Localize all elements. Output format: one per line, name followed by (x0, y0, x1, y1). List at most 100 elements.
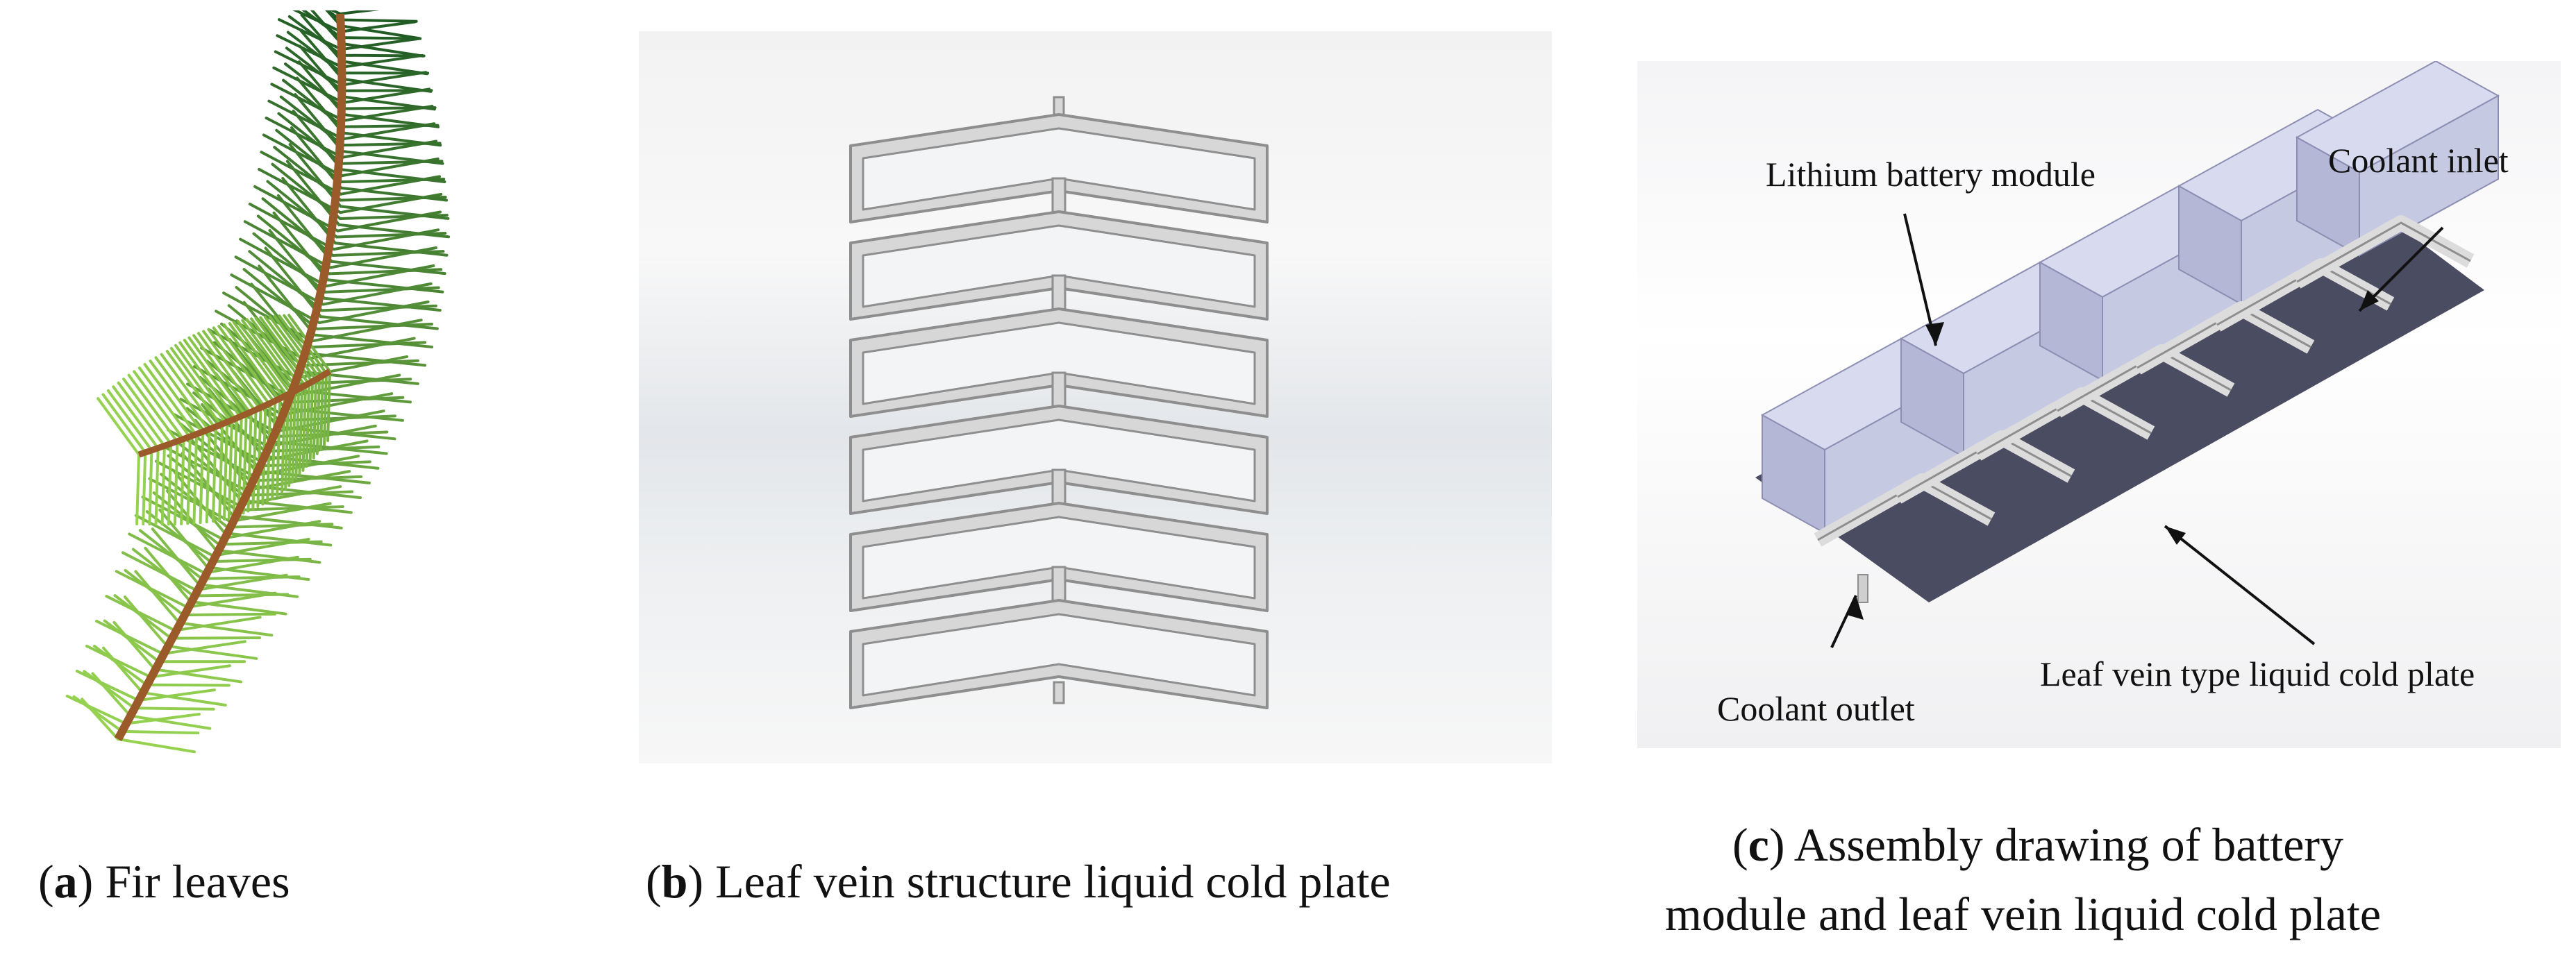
fir-needle (235, 286, 311, 349)
fir-needle (153, 668, 243, 684)
fir-needle (301, 10, 343, 40)
fir-needle (167, 442, 173, 526)
fir-needle (192, 334, 253, 416)
fir-needle (340, 60, 428, 76)
fir-needle (154, 446, 160, 526)
fir-needle (276, 194, 333, 263)
fir-needle (241, 319, 296, 394)
fir-needle (178, 621, 274, 637)
fir-needle (237, 416, 243, 516)
fir-needle (294, 389, 300, 480)
fir-needle (308, 380, 314, 464)
fir-needle (112, 385, 160, 450)
fir-needle (276, 34, 344, 69)
fir-needle (149, 664, 231, 679)
fir-needle (149, 360, 205, 435)
label-battery-module: Lithium battery module (1766, 155, 2096, 194)
fir-needle (173, 440, 179, 526)
fir-needle (300, 13, 344, 63)
fir-needle (182, 612, 277, 617)
assembly-drawing-svg: Lithium battery module Coolant inlet Coo… (1717, 61, 2509, 728)
fir-needle (227, 304, 304, 367)
fir-needle (202, 330, 262, 412)
fir-needle (192, 434, 199, 525)
caption-b-letter: b (661, 855, 688, 908)
fir-needle (319, 374, 324, 451)
fir-needle (339, 18, 418, 23)
fir-needle (341, 122, 436, 141)
fir-needle (292, 109, 344, 171)
fir-needle (183, 339, 243, 420)
fir-needle (339, 20, 417, 33)
fir-needle (165, 350, 224, 428)
fir-needle (321, 282, 433, 306)
fir-needle (174, 344, 233, 424)
fir-needle (340, 157, 440, 178)
fir-needle (299, 29, 344, 81)
fir-needle (266, 180, 338, 239)
fir-needle (341, 71, 428, 87)
fir-needle (101, 646, 144, 694)
fir-leaves-image (14, 10, 514, 774)
outlet-port (1857, 574, 1868, 603)
fir-needle (133, 370, 185, 441)
arrow-coolant-outlet (1830, 595, 1857, 648)
fir-needle (324, 286, 440, 294)
fir-needle (301, 384, 307, 472)
battery-cell-side (2359, 94, 2499, 257)
fir-needle (217, 325, 277, 405)
vein-loop-inner (862, 418, 1256, 502)
fir-needle (272, 66, 345, 104)
fir-needle (268, 229, 326, 300)
fir-needle (161, 640, 246, 656)
fir-needle (234, 255, 325, 306)
caption-c-letter: c (1748, 818, 1769, 871)
vein-loop-inner (862, 127, 1256, 211)
fir-needle (261, 197, 335, 257)
fir-needle (122, 378, 173, 446)
fir-needle (310, 319, 423, 343)
fir-needle (273, 314, 321, 380)
fir-needle (95, 619, 165, 656)
fir-needle (267, 99, 344, 141)
fir-needle (236, 319, 293, 396)
fir-needle (340, 53, 424, 69)
fir-needle (160, 353, 217, 431)
fir-needle (305, 382, 310, 468)
fir-needle (278, 314, 324, 378)
fir-needle (212, 326, 272, 407)
fir-needle (308, 341, 427, 349)
fir-needle (186, 436, 192, 525)
label-cold-plate: Leaf vein type liquid cold plate (2040, 654, 2475, 693)
fir-needle (243, 220, 332, 269)
fir-needle (263, 315, 314, 384)
caption-b: (b) Leaf vein structure liquid cold plat… (646, 855, 1391, 908)
fir-needle (199, 432, 205, 525)
fir-needle (128, 532, 206, 575)
fir-needle (290, 126, 343, 189)
fir-needle (148, 448, 153, 526)
fir-needle (186, 591, 277, 609)
caption-a-letter: a (53, 855, 78, 908)
fir-needle (340, 42, 425, 58)
fir-needle (294, 93, 344, 153)
fir-needle (217, 540, 323, 546)
fir-needle (296, 76, 345, 135)
fir-needle (340, 139, 438, 159)
fir-needle (128, 714, 212, 730)
fir-needle (165, 644, 258, 660)
fir-needle (85, 644, 153, 679)
fir-needle (320, 304, 437, 312)
fir-needle (325, 10, 342, 28)
fir-needle (342, 105, 434, 122)
fir-needle (230, 273, 321, 324)
fir-needle (135, 453, 140, 525)
fir-needle (232, 321, 290, 398)
fir-needle (322, 372, 328, 447)
cold-plate-render (639, 31, 1552, 763)
fir-needle (145, 510, 212, 564)
fir-needle (312, 378, 317, 459)
fir-needle (208, 557, 312, 564)
caption-b-text: Leaf vein structure liquid cold plate (715, 855, 1391, 908)
fir-needle (271, 162, 342, 220)
